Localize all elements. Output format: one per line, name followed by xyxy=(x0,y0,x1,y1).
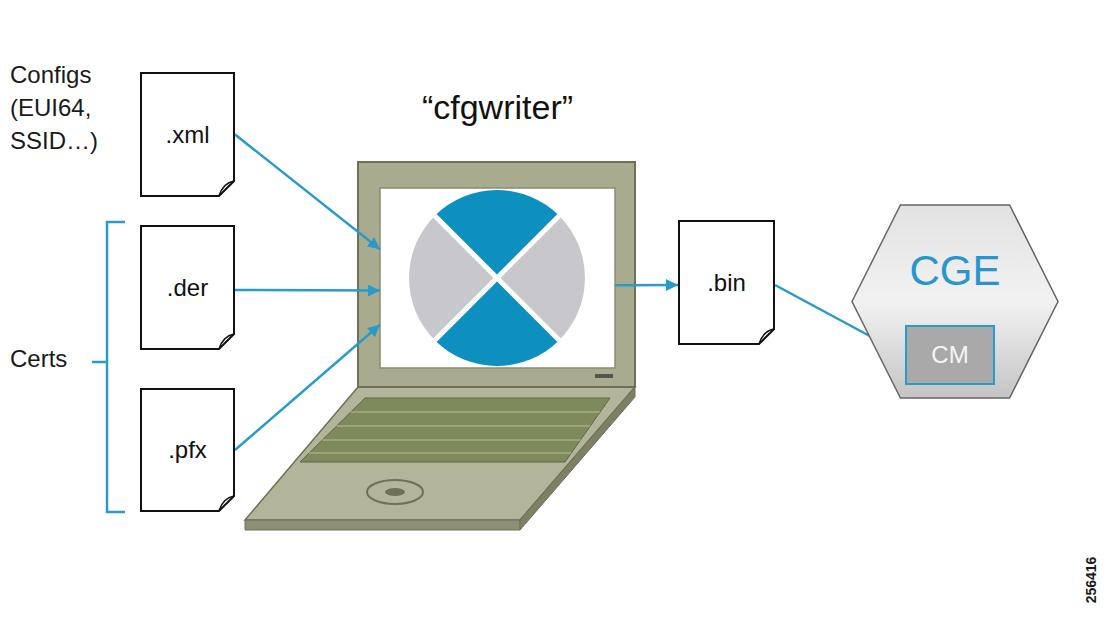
flow-arrow xyxy=(235,289,380,292)
file-corner-fold xyxy=(219,334,234,349)
laptop-front xyxy=(245,520,520,530)
flow-arrow xyxy=(235,135,380,250)
file-icon: .pfx xyxy=(140,388,235,512)
screen-panel xyxy=(380,188,615,368)
node-label: CM xyxy=(931,341,968,369)
node-label: CGE xyxy=(909,247,1000,295)
group-label: Certs xyxy=(10,345,67,373)
cfgwriter-logo xyxy=(409,190,585,366)
laptop-screen: “cfgwriter” xyxy=(380,188,615,368)
file-body xyxy=(141,226,234,349)
tool-title: “cfgwriter” xyxy=(422,88,573,127)
screen-led xyxy=(595,374,613,378)
file-icon: .der xyxy=(140,225,235,350)
group-label: Configs (EUI64, SSID…) xyxy=(10,58,134,157)
keyboard xyxy=(300,398,610,462)
flow-arrow xyxy=(235,325,380,450)
flow-arrow xyxy=(615,284,678,287)
file-corner-fold xyxy=(219,181,234,196)
keyboard-rows xyxy=(309,412,600,453)
touchpad xyxy=(367,480,423,504)
file-body xyxy=(141,73,234,196)
cge-hexagon: CGE CM xyxy=(850,203,1060,400)
touchpad-button xyxy=(385,488,405,496)
file-corner-fold xyxy=(219,496,234,511)
node-label: .xml xyxy=(166,121,210,149)
file-icon: .bin xyxy=(678,220,775,345)
file-corner-fold xyxy=(759,329,774,344)
cm-module: CM xyxy=(905,325,995,385)
file-body xyxy=(679,221,774,344)
figure-number: 256416 xyxy=(1083,557,1099,604)
screen-bezel xyxy=(358,162,635,387)
file-icon: .xml xyxy=(140,72,235,197)
certs-bracket xyxy=(92,222,125,512)
node-label: .bin xyxy=(707,269,746,297)
node-label: .der xyxy=(167,274,208,302)
laptop-base xyxy=(245,387,635,520)
hexagon-body xyxy=(852,205,1058,398)
node-label: .pfx xyxy=(168,436,207,464)
file-body xyxy=(141,389,234,511)
